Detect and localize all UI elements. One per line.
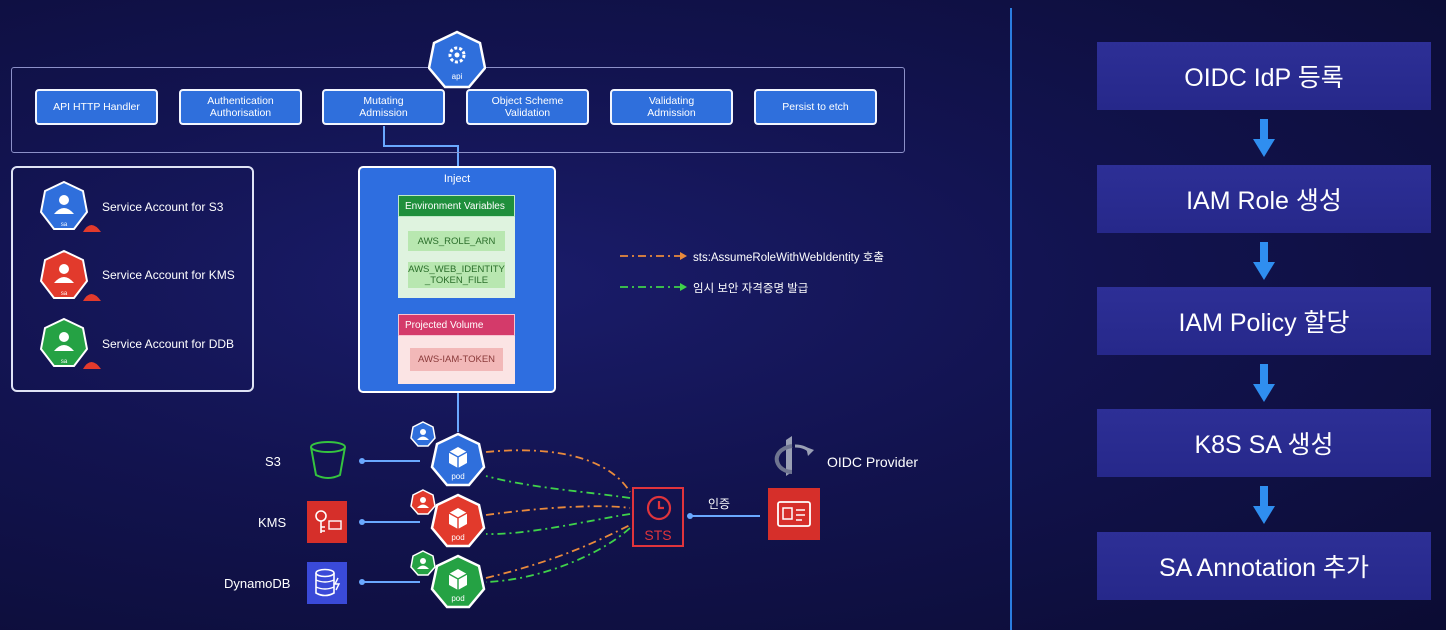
- stage-mutating-admission: Mutating Admission: [322, 89, 445, 125]
- legend-orange-label: sts:AssumeRoleWithWebIdentity 호출: [693, 252, 884, 264]
- step-iam-policy: IAM Policy 할당: [1097, 287, 1431, 355]
- step-sa-annotation-label: SA Annotation 추가: [1158, 554, 1370, 582]
- sa-ddb-icon: sa: [39, 317, 101, 373]
- env-item-role-arn: AWS_ROLE_ARN: [408, 231, 505, 251]
- step-iam-role-label: IAM Role 생성: [1186, 187, 1342, 215]
- oidc-identity-card-icon: [768, 488, 820, 540]
- sa-label-s3: Service Account for S3: [102, 200, 224, 214]
- service-accounts-panel: [11, 166, 254, 392]
- sa-label-kms: Service Account for KMS: [102, 268, 235, 282]
- volume-item-iam-token: AWS-IAM-TOKEN: [410, 348, 503, 371]
- inject-title: Inject: [443, 173, 471, 185]
- s3-bucket-icon: [308, 439, 348, 481]
- env-item-token-file: AWS_WEB_IDENTITY _TOKEN_FILE: [408, 262, 505, 288]
- pod-s3-label: pod: [451, 472, 465, 481]
- step-iam-role: IAM Role 생성: [1097, 165, 1431, 233]
- svg-text:sa: sa: [61, 291, 68, 297]
- stage-api-http-handler: API HTTP Handler: [35, 89, 158, 125]
- svg-text:sa: sa: [61, 222, 68, 228]
- env-vars-header: Environment Variables: [398, 195, 515, 217]
- step-oidc-idp: OIDC IdP 등록: [1097, 42, 1431, 110]
- oidc-provider-label: OIDC Provider: [827, 454, 919, 470]
- auth-label: 인증: [708, 497, 731, 511]
- step-arrow-down-icon: [1253, 364, 1275, 402]
- sa-s3-icon: sa: [39, 180, 101, 236]
- step-sa-annotation: SA Annotation 추가: [1097, 532, 1431, 600]
- api-server-icon: api: [427, 30, 487, 90]
- sa-kms-icon: sa: [39, 249, 101, 305]
- service-label-kms: KMS: [258, 515, 287, 530]
- stage-authentication: Authentication Authorisation: [179, 89, 302, 125]
- sts-label: STS: [644, 527, 672, 543]
- stage-validating-admission: Validating Admission: [610, 89, 733, 125]
- kms-key-icon: [307, 501, 347, 543]
- env-vars-body: AWS_ROLE_ARN AWS_WEB_IDENTITY _TOKEN_FIL…: [398, 217, 515, 298]
- pod-ddb-label: pod: [451, 594, 465, 603]
- connector-lines: [359, 126, 760, 585]
- projected-volume-header: Projected Volume: [398, 314, 515, 336]
- pod-kms-icon: pod: [430, 493, 486, 549]
- step-k8s-sa: K8S SA 생성: [1097, 409, 1431, 477]
- openid-logo-icon: [770, 434, 816, 478]
- pod-sa-badge-ddb: [410, 550, 436, 576]
- step-k8s-sa-label: K8S SA 생성: [1194, 431, 1334, 459]
- dynamodb-icon: [307, 562, 347, 604]
- projected-volume-body: AWS-IAM-TOKEN: [398, 336, 515, 384]
- clock-icon: [646, 495, 672, 521]
- sts-box: STS: [632, 487, 684, 547]
- step-arrow-down-icon: [1253, 242, 1275, 280]
- sa-label-ddb: Service Account for DDB: [102, 337, 235, 351]
- api-badge-label: api: [451, 72, 463, 81]
- step-oidc-idp-label: OIDC IdP 등록: [1184, 64, 1344, 92]
- service-label-s3: S3: [265, 454, 281, 469]
- pod-ddb-icon: pod: [430, 554, 486, 610]
- service-label-dynamodb: DynamoDB: [224, 576, 291, 591]
- pod-kms-label: pod: [451, 533, 465, 542]
- step-iam-policy-label: IAM Policy 할당: [1178, 309, 1350, 337]
- legend-green-label: 임시 보안 자격증명 발급: [693, 283, 809, 295]
- pod-sa-badge-kms: [410, 489, 436, 515]
- stage-persist: Persist to etch: [754, 89, 877, 125]
- pod-sa-badge-s3: [410, 421, 436, 447]
- step-arrow-down-icon: [1253, 119, 1275, 157]
- step-arrow-down-icon: [1253, 486, 1275, 524]
- stage-object-scheme-validation: Object Scheme Validation: [466, 89, 589, 125]
- svg-text:sa: sa: [61, 359, 68, 365]
- section-divider: [1010, 8, 1012, 630]
- pod-s3-icon: pod: [430, 432, 486, 488]
